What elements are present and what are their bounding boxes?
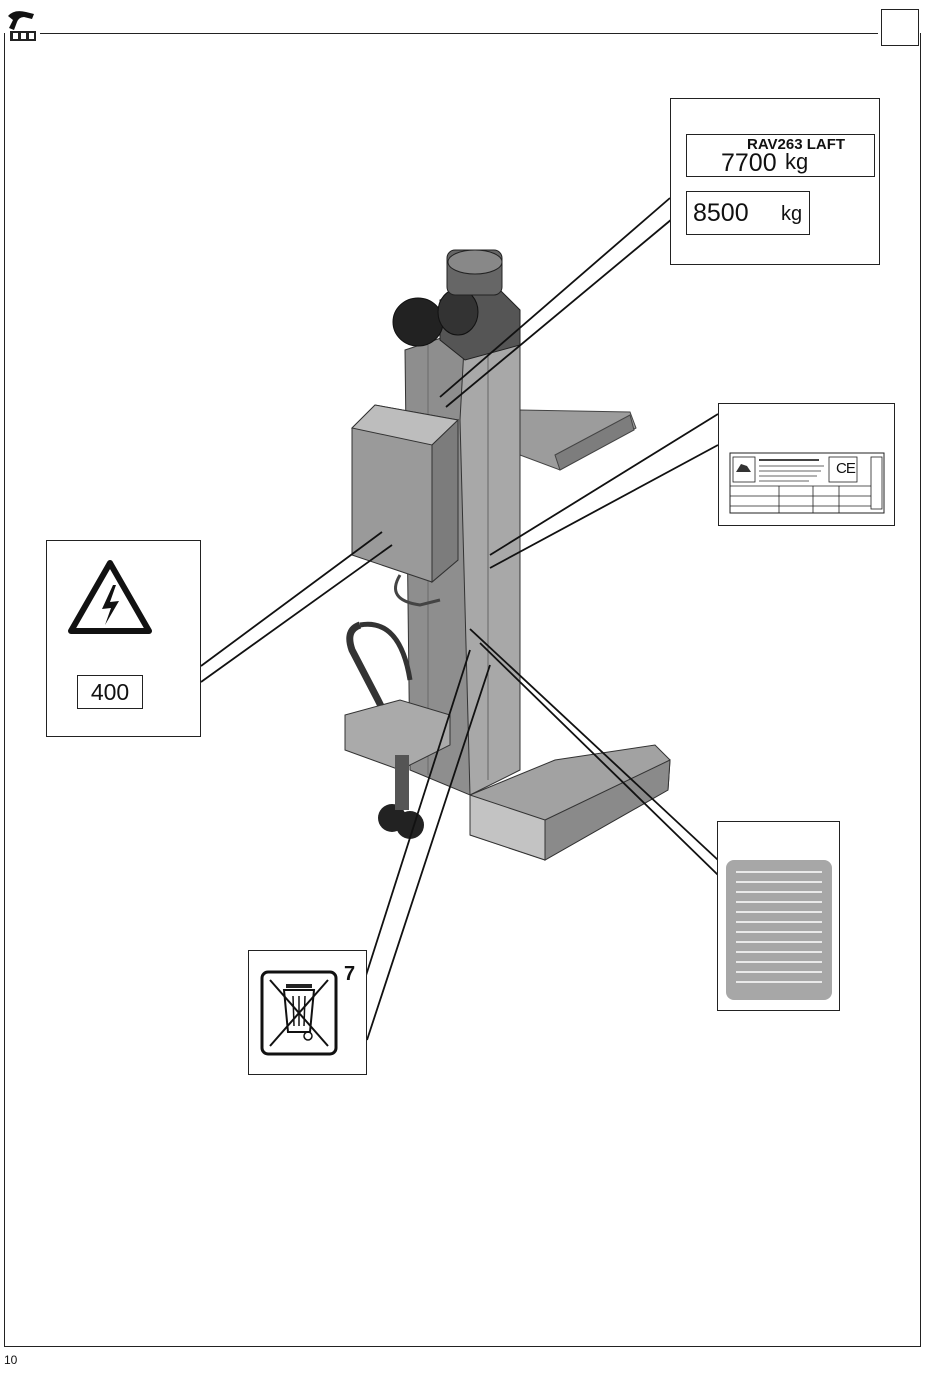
capacity-1-unit: kg xyxy=(785,149,808,175)
capacity-2-value: 8500 xyxy=(693,199,749,228)
instruction-plate-box xyxy=(717,821,840,1011)
disposal-number: 7 xyxy=(344,963,355,986)
data-plate-box: CE xyxy=(718,403,895,526)
page-number: 10 xyxy=(4,1353,17,1367)
capacity-2-plate: 8500 kg xyxy=(686,191,810,235)
capacity-label-box: RAV263 LAFT 7700 kg 8500 kg xyxy=(670,98,880,265)
crossed-bin-weee-icon xyxy=(260,970,338,1056)
voltage-label: 400 xyxy=(77,675,143,709)
voltage-value: 400 xyxy=(91,679,129,705)
capacity-2-unit: kg xyxy=(781,203,802,226)
capacity-1-value: 7700 xyxy=(721,149,777,178)
model-capacity-plate: RAV263 LAFT 7700 kg xyxy=(686,134,875,177)
ce-mark: CE xyxy=(836,460,855,477)
identification-plate-icon xyxy=(729,452,885,514)
instruction-plate-icon xyxy=(726,860,832,1000)
warning-label-box: 400 xyxy=(46,540,201,737)
disposal-label-box: 7 xyxy=(248,950,367,1075)
high-voltage-warning-icon xyxy=(67,559,153,637)
